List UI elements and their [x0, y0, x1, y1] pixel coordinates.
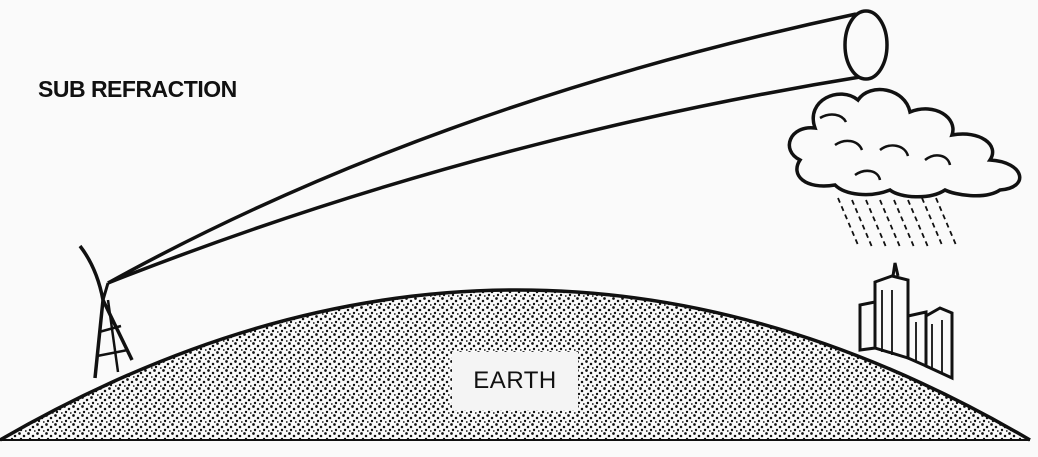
radio-beam [107, 9, 889, 285]
city-buildings-icon [858, 262, 954, 381]
earth-label: EARTH [473, 367, 557, 394]
earth-label-box: EARTH [452, 352, 578, 410]
antenna-tower-icon [78, 244, 134, 379]
rain-cloud-icon [787, 87, 1022, 248]
diagram-title: SUB REFRACTION [38, 76, 237, 102]
